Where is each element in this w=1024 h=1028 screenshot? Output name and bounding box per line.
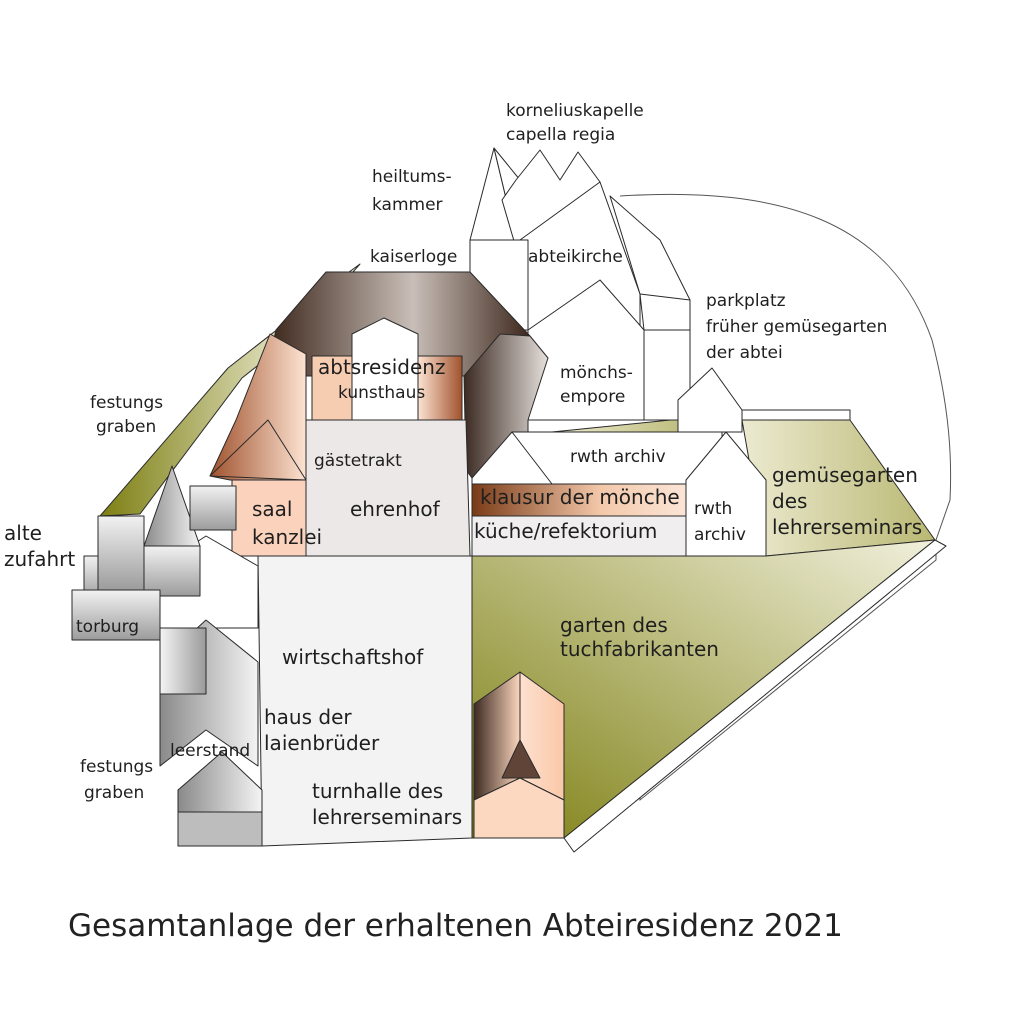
label-festungsgraben-top-2: graben [96, 417, 156, 437]
label-moenchsempore-2: empore [560, 387, 625, 407]
label-gaestetrakt: gästetrakt [314, 451, 402, 471]
leerstand-wall [177, 811, 263, 847]
torburg-block [71, 589, 161, 641]
label-rwth-archiv-top: rwth archiv [570, 447, 666, 467]
rwth-archiv-roof-block [677, 367, 743, 433]
label-gemuesegarten-2: des [772, 489, 807, 513]
label-festungsgraben-bottom-1: festungs [80, 757, 153, 777]
label-torburg: torburg [76, 617, 139, 637]
gatehouse-block [189, 485, 237, 531]
label-heiltumskammer-2: kammer [372, 195, 443, 215]
label-turnhalle-1: turnhalle des [312, 779, 443, 803]
label-rwth-archiv-2: archiv [694, 525, 746, 545]
label-kanzlei: kanzlei [252, 525, 322, 549]
label-festungsgraben-bottom-2: graben [84, 783, 144, 803]
rwth-archiv-right-block [685, 431, 767, 557]
site-boundary-curve [619, 193, 952, 541]
label-garten-2: tuchfabrikanten [560, 637, 719, 661]
label-garten-1: garten des [560, 613, 668, 637]
ehrenhof-courtyard [305, 419, 471, 557]
label-heiltumskammer-1: heiltums- [372, 167, 452, 187]
label-turnhalle-2: lehrerseminars [312, 805, 462, 829]
label-gemuesegarten-3: lehrerseminars [772, 515, 922, 539]
label-moenchsempore-1: mönchs- [560, 363, 633, 383]
kunsthaus-tower [351, 317, 419, 421]
label-abtsresidenz: abtsresidenz [318, 355, 445, 379]
diagram-title: Gesamtanlage der erhaltenen Abteiresiden… [68, 908, 843, 944]
label-festungsgraben-top-1: festungs [90, 393, 163, 413]
label-wirtschaftshof: wirtschaftshof [282, 645, 424, 669]
wirtschaftshof-area [257, 555, 473, 847]
label-rwth-archiv-1: rwth [694, 499, 732, 519]
label-alte-zufahrt-2: zufahrt [4, 547, 75, 571]
label-capella-regia: capella regia [506, 125, 615, 145]
gemuesegarten-wall [741, 409, 851, 421]
label-saal: saal [252, 497, 293, 521]
label-parkplatz-3: der abtei [706, 343, 783, 363]
laienbrueder-facade [159, 627, 207, 695]
alte-zufahrt-wall [97, 515, 145, 591]
label-kueche-refektorium: küche/refektorium [474, 519, 657, 543]
label-korneliuskapelle: korneliuskapelle [506, 101, 644, 121]
label-abteikirche: abteikirche [528, 247, 623, 267]
label-gemuesegarten-1: gemüsegarten [772, 463, 918, 487]
label-laienbrueder-2: laienbrüder [264, 731, 380, 755]
label-laienbrueder-1: haus der [264, 705, 352, 729]
label-ehrenhof: ehrenhof [350, 497, 441, 521]
label-parkplatz-2: früher gemüsegarten [706, 317, 887, 337]
label-klausur: klausur der mönche [480, 485, 680, 509]
label-kunsthaus: kunsthaus [338, 383, 425, 403]
label-kaiserloge: kaiserloge [370, 247, 457, 267]
garten-edge [563, 539, 947, 853]
abteikirche-side-roof [639, 293, 691, 331]
label-leerstand: leerstand [170, 741, 250, 761]
turnhalle-facade [473, 777, 565, 839]
label-parkplatz-1: parkplatz [706, 291, 786, 311]
gaestetrakt-roof [209, 419, 307, 481]
label-alte-zufahrt-1: alte [4, 521, 42, 545]
tower-left-body [143, 545, 201, 597]
